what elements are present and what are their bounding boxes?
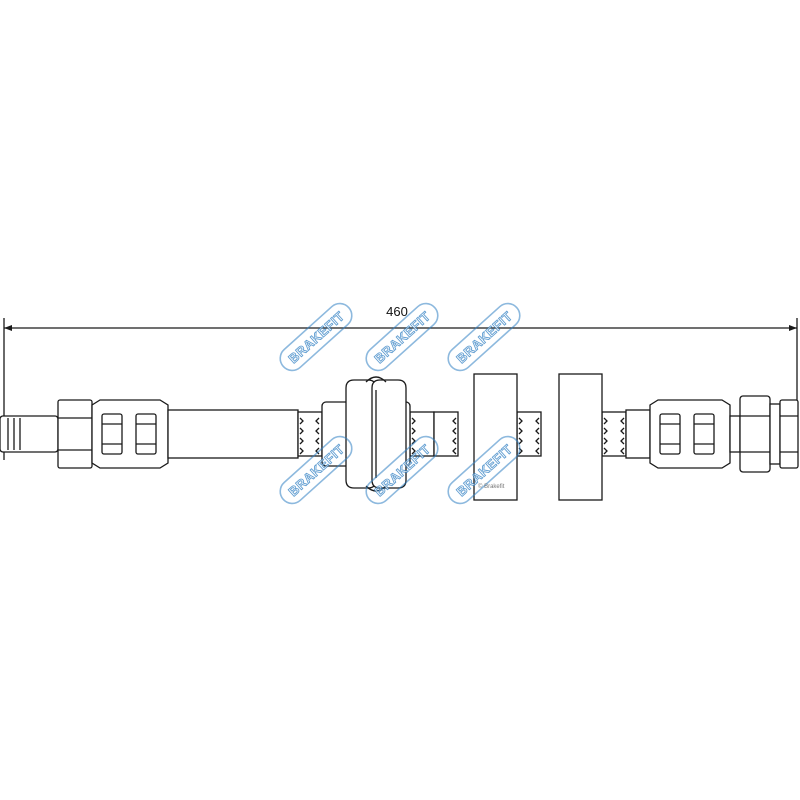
dimension-label: 460	[386, 304, 408, 319]
right-neck	[729, 415, 741, 453]
svg-text:BRAKEFIT: BRAKEFIT	[453, 308, 515, 366]
watermark-badge-1: BRAKEFIT	[279, 302, 353, 372]
dimension-arrow-left	[4, 325, 12, 331]
clip-block-2	[558, 373, 603, 501]
hose-body	[167, 409, 651, 459]
left-threaded-tip	[0, 415, 59, 453]
copyright-text: © Brakefit	[478, 483, 505, 490]
right-end-cap	[779, 399, 799, 469]
hose-section-1	[167, 409, 299, 459]
left-hex-nut	[57, 399, 93, 469]
right-hex-body	[739, 395, 771, 473]
right-flange	[769, 403, 781, 465]
right-female-fitting	[649, 395, 799, 473]
left-male-fitting	[0, 399, 169, 469]
hose-section-2	[625, 409, 651, 459]
watermark-badge-3: BRAKEFIT	[447, 302, 521, 372]
svg-text:BRAKEFIT: BRAKEFIT	[285, 308, 347, 366]
double-grommet	[321, 376, 411, 492]
grommet-collar-right	[371, 379, 407, 489]
dimension-arrow-right	[789, 325, 797, 331]
